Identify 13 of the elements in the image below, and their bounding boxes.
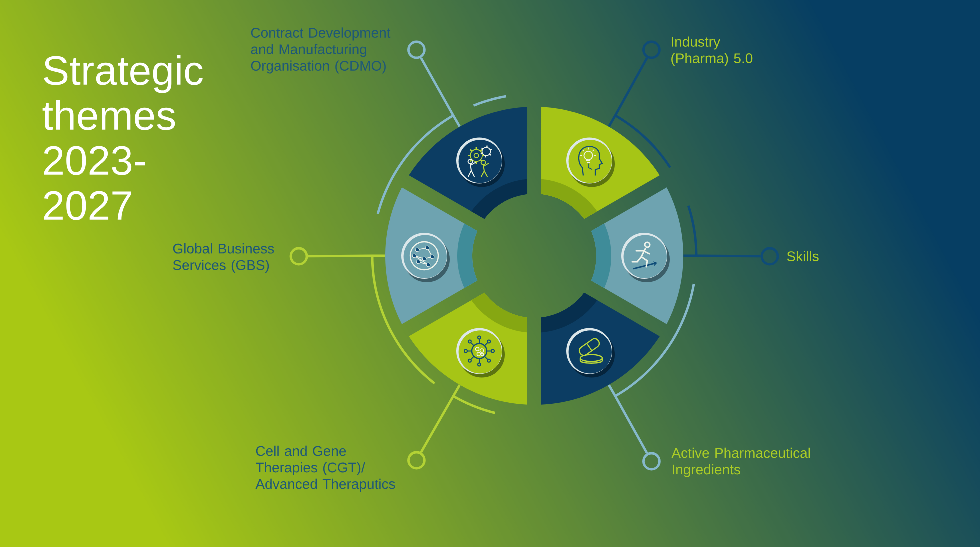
- theme-label: Active Pharmaceutical Ingredients: [672, 448, 810, 478]
- leader-line: [608, 384, 648, 454]
- leader-line: [308, 254, 386, 258]
- leader-line: [684, 254, 761, 258]
- theme-label: Skills: [787, 251, 819, 262]
- theme-label: Industry (Pharma) 5.0: [672, 36, 753, 66]
- theme-label: Global Business Services (GBS): [173, 244, 274, 274]
- theme-label: Contract Development and Manufacturing Organisation (CDMO): [251, 28, 391, 74]
- leader-line: [420, 384, 461, 454]
- leader-line: [608, 57, 648, 128]
- leader-line: [420, 57, 461, 128]
- theme-label: Cell and Gene Therapies (CGT)/ Advanced Theraputics: [256, 446, 396, 492]
- title: Strategic themes 2023-2027: [42, 55, 203, 220]
